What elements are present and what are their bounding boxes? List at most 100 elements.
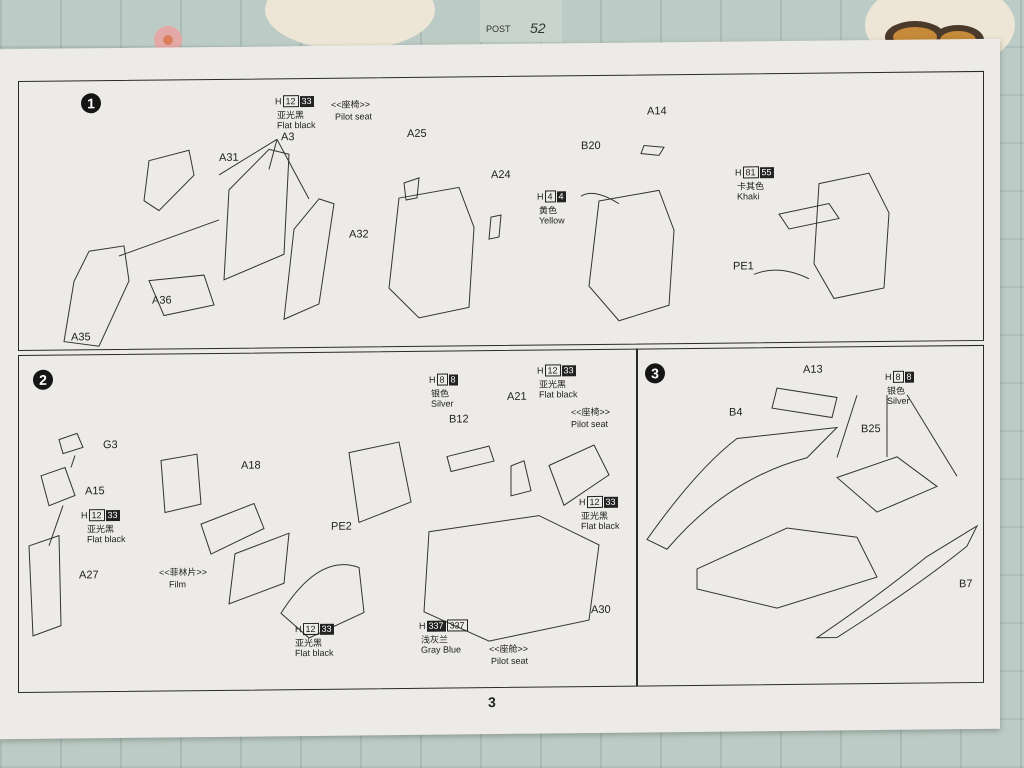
note-pilot-seat-bottom-cn: <<座舱>>: [489, 643, 529, 655]
part-a14-shape: [640, 144, 665, 156]
note-film-cn: <<菲林片>>: [159, 567, 208, 578]
part-g3-shape: [58, 432, 84, 455]
part-a27-shape: [28, 534, 62, 637]
part-b20-shape: [580, 192, 620, 205]
part-b25-shape: [836, 456, 938, 513]
step-1-panel: 1 H 12: [18, 70, 984, 352]
paint-callout-gray-blue: H 337 337: [419, 619, 468, 632]
paint-en-khaki: Khaki: [737, 191, 760, 202]
postmark-number: 52: [530, 20, 546, 36]
paint-en-flat-black-right: Flat black: [581, 520, 620, 532]
part-label-g3: G3: [103, 439, 118, 452]
paint-en-silver: Silver: [431, 398, 454, 409]
part-label-a24: A24: [491, 168, 511, 182]
instrument-panel-shape: [348, 441, 412, 524]
postmark-text: POST: [486, 24, 511, 34]
paint-callout-flat-black-right: H 12 33: [579, 495, 618, 509]
part-label-a3: A3: [281, 131, 295, 144]
part-label-a27: A27: [79, 569, 99, 582]
paint-h-label: H: [81, 510, 88, 521]
note-pilot-seat-cn: <<座椅>>: [331, 99, 371, 110]
part-a36-shape: [148, 274, 215, 317]
paint-h-label: H: [275, 96, 282, 107]
instruction-sheet: 1 H 12: [0, 38, 1000, 740]
paint-code: 4: [544, 190, 556, 203]
paint-code: 12: [302, 622, 319, 636]
paint-number: 33: [105, 509, 120, 521]
part-a32-shape: [283, 198, 335, 321]
paint-callout-silver: H 8 8: [429, 373, 458, 386]
step-3-drawing: [646, 387, 979, 639]
note-pilot-seat-top-cn: <<座椅>>: [571, 406, 611, 418]
seat-assembly-shape: [388, 186, 475, 319]
paint-number: 33: [561, 364, 576, 376]
page-number: 3: [488, 694, 496, 711]
paint-en-yellow: Yellow: [539, 215, 565, 226]
paint-h-label: H: [579, 497, 586, 508]
part-a31-shape: [143, 149, 195, 212]
paint-en-gray-blue: Gray Blue: [421, 644, 462, 655]
paint-h-label: H: [885, 371, 892, 382]
part-a15-shape: [40, 466, 76, 507]
part-a3-shape: [223, 148, 290, 281]
part-a21-shape: [510, 460, 532, 497]
part-label-pe1: PE1: [733, 260, 754, 273]
seat-assembly-shape: [588, 189, 675, 322]
paint-code: 8: [892, 370, 904, 383]
part-label-a15: A15: [85, 485, 105, 498]
part-a24-shape: [488, 214, 502, 240]
part-pe2-shape: [280, 564, 365, 639]
paint-number: 8: [904, 371, 914, 383]
paint-h-label: H: [295, 624, 302, 635]
khaki-pad-shape: [778, 202, 840, 230]
note-pilot-seat-top-en: Pilot seat: [571, 418, 609, 430]
part-label-pe2: PE2: [331, 520, 352, 533]
paint-number: 33: [299, 95, 314, 107]
note-film-en: Film: [169, 579, 186, 590]
paint-code: 12: [88, 509, 105, 522]
part-b12-shape: [446, 445, 495, 473]
paint-callout-flat-black-bottom: H 12 33: [295, 622, 334, 636]
paint-number: 33: [603, 496, 618, 508]
step-3-panel: 3 A13 B4 B25 B7 H 8 8 银色 Silver: [636, 344, 984, 687]
part-a35-shape: [63, 245, 130, 347]
part-b4-shape: [646, 426, 839, 550]
floor-shape: [696, 527, 878, 609]
part-label-a35: A35: [71, 331, 91, 344]
part-b7-shape: [815, 524, 979, 639]
paint-code: 337: [426, 620, 446, 632]
paint-callout-flat-black-left: H 12 33: [81, 509, 120, 522]
part-label-a13: A13: [803, 363, 823, 376]
film-shape: [228, 532, 290, 605]
paint-code: 12: [282, 95, 299, 108]
part-label-b20: B20: [581, 139, 601, 153]
paint-callout-flat-black: H 12 33: [275, 95, 314, 108]
paint-code: 8: [436, 373, 448, 386]
part-label-a21: A21: [507, 390, 527, 403]
paint-number: 55: [759, 166, 774, 178]
part-a30-shape: [423, 515, 600, 642]
paint-en-flat-black-bottom: Flat black: [295, 647, 334, 659]
paint-number: 8: [448, 373, 458, 386]
paint-number: 337: [446, 619, 468, 632]
part-label-b4: B4: [729, 406, 743, 419]
seat-assembly-shape: [813, 172, 890, 300]
note-pilot-seat-bottom-en: Pilot seat: [491, 655, 529, 667]
paint-h-label: H: [537, 365, 544, 376]
step-1-drawing: [63, 138, 890, 347]
part-label-a31: A31: [219, 151, 239, 164]
note-pilot-seat-en: Pilot seat: [335, 111, 373, 122]
part-label-a25: A25: [407, 127, 427, 140]
paint-code: 81: [742, 166, 759, 179]
paint-en-silver-step3: Silver: [887, 395, 910, 406]
part-a13-shape: [771, 387, 838, 419]
step-2-drawing: [28, 432, 610, 642]
seat-shape: [548, 444, 610, 507]
paint-h-label: H: [429, 374, 436, 385]
step-2-panel: 2 G3 A15 H 12 33: [18, 348, 638, 694]
paint-h-label: H: [537, 191, 544, 202]
left-console-shape: [160, 453, 202, 514]
paint-en-flat-black-left: Flat black: [87, 533, 126, 545]
part-pe1-shape: [753, 269, 810, 280]
part-label-a14: A14: [647, 105, 667, 118]
